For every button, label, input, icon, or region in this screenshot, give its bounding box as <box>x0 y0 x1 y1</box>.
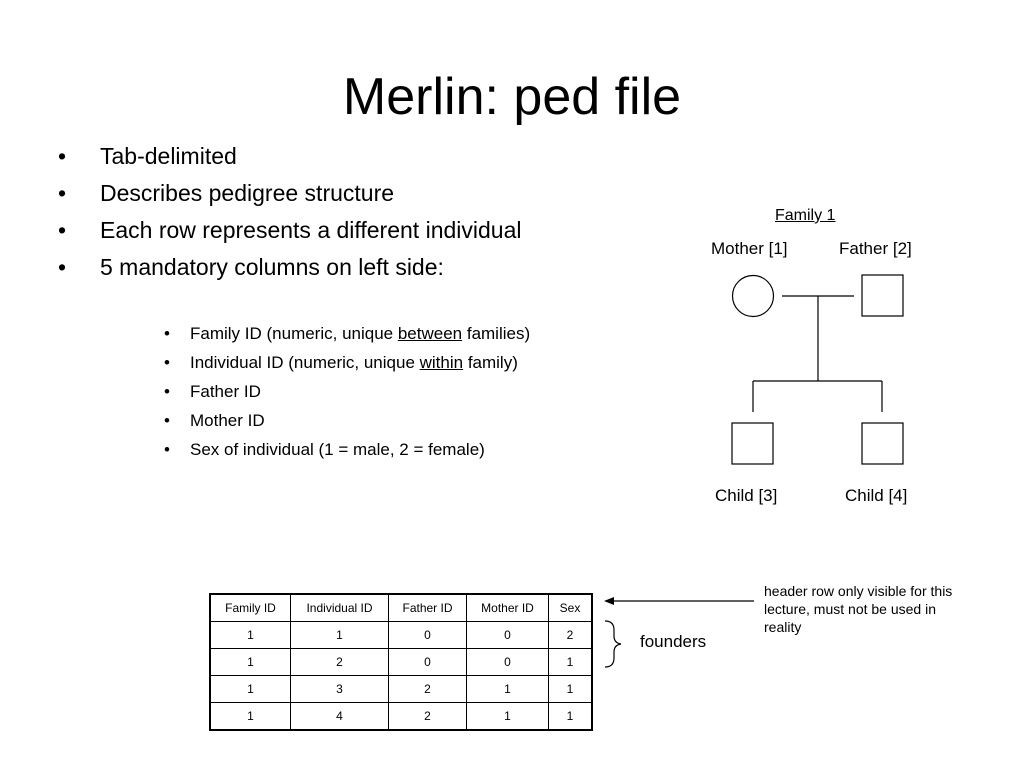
bullet-glyph: • <box>58 217 67 243</box>
table-cell: 1 <box>209 702 291 731</box>
arrow-head-icon <box>604 597 614 605</box>
sub-bullet-list: • Family ID (numeric, unique between fami… <box>164 320 530 465</box>
founders-brace-icon <box>604 620 622 668</box>
table-cell: 1 <box>290 621 389 649</box>
bullet-item: • Each row represents a different individ… <box>58 214 521 251</box>
table-cell: 1 <box>466 675 549 703</box>
underlined-word: between <box>397 324 463 343</box>
table-header-cell: Individual ID <box>290 593 389 622</box>
bullet-glyph: • <box>164 353 170 372</box>
sub-text: Family ID (numeric, unique <box>190 324 398 343</box>
table-cell: 2 <box>548 621 593 649</box>
slide-title: Merlin: ped file <box>342 68 682 126</box>
table-header-cell: Family ID <box>209 593 291 622</box>
table-row: 1 3 2 1 1 <box>209 675 593 703</box>
bullet-text: 5 mandatory columns on left side: <box>100 254 444 280</box>
table-row: 1 1 0 0 2 <box>209 621 593 649</box>
mother-label: Mother [1] <box>711 239 788 258</box>
bullet-glyph: • <box>58 180 67 206</box>
child-3-square <box>731 422 774 465</box>
sub-text: families) <box>462 324 531 343</box>
table-header-cell: Mother ID <box>466 593 549 622</box>
family-label: Family 1 <box>775 207 836 224</box>
sub-bullet-family-id: • Family ID (numeric, unique between fami… <box>164 320 530 349</box>
sub-bullet-sex: • Sex of individual (1 = male, 2 = female… <box>164 436 530 465</box>
bullet-text: Tab-delimited <box>100 143 237 169</box>
table-header-cell: Father ID <box>388 593 467 622</box>
table-cell: 2 <box>388 675 467 703</box>
bullet-glyph: • <box>164 382 170 401</box>
table-cell: 1 <box>548 675 593 703</box>
main-bullet-list: • Tab-delimited • Describes pedigree struc… <box>58 140 521 288</box>
father-square <box>861 274 904 317</box>
child-4-label: Child [4] <box>845 486 908 505</box>
table-cell: 3 <box>290 675 389 703</box>
table-cell: 1 <box>466 702 549 731</box>
sub-bullet-individual-id: • Individual ID (numeric, unique within f… <box>164 349 530 378</box>
sub-text: Father ID <box>190 382 261 401</box>
table-cell: 2 <box>388 702 467 731</box>
table-header-cell: Sex <box>548 593 593 622</box>
bullet-text: Describes pedigree structure <box>100 180 395 206</box>
bullet-glyph: • <box>58 254 67 280</box>
table-cell: 2 <box>290 648 389 676</box>
sub-bullet-mother-id: • Mother ID <box>164 407 530 436</box>
table-cell: 1 <box>548 702 593 731</box>
bullet-glyph: • <box>164 440 170 459</box>
sub-bullet-father-id: • Father ID <box>164 378 530 407</box>
bullet-glyph: • <box>164 411 170 430</box>
table-cell: 0 <box>466 648 549 676</box>
bullet-item: • 5 mandatory columns on left side: <box>58 251 521 288</box>
bullet-text: Each row represents a different individu… <box>100 217 522 243</box>
father-label: Father [2] <box>839 239 912 258</box>
child-3-label: Child [3] <box>715 486 778 505</box>
table-cell: 0 <box>388 648 467 676</box>
table-row: 1 2 0 0 1 <box>209 648 593 676</box>
bullet-item: • Tab-delimited <box>58 140 521 177</box>
bullet-glyph: • <box>58 143 67 169</box>
sub-text: family) <box>463 353 518 372</box>
table-cell: 1 <box>209 621 291 649</box>
mother-circle <box>731 274 775 318</box>
table-header-row: Family ID Individual ID Father ID Mother… <box>209 593 593 622</box>
underlined-word: within <box>419 353 464 372</box>
sub-text: Mother ID <box>190 411 265 430</box>
child-4-square <box>861 422 904 465</box>
table-cell: 0 <box>388 621 467 649</box>
table-cell: 1 <box>548 648 593 676</box>
founders-label: founders <box>640 632 707 651</box>
table-cell: 4 <box>290 702 389 731</box>
table-cell: 1 <box>209 648 291 676</box>
table-cell: 0 <box>466 621 549 649</box>
header-row-note: header row only visible for this lecture… <box>764 583 953 635</box>
sub-text: Sex of individual (1 = male, 2 = female) <box>190 440 485 459</box>
sub-text: Individual ID (numeric, unique <box>190 353 420 372</box>
bullet-glyph: • <box>164 324 170 343</box>
bullet-item: • Describes pedigree structure <box>58 177 521 214</box>
table-row: 1 4 2 1 1 <box>209 702 593 731</box>
table-cell: 1 <box>209 675 291 703</box>
ped-table: Family ID Individual ID Father ID Mother… <box>209 593 593 731</box>
